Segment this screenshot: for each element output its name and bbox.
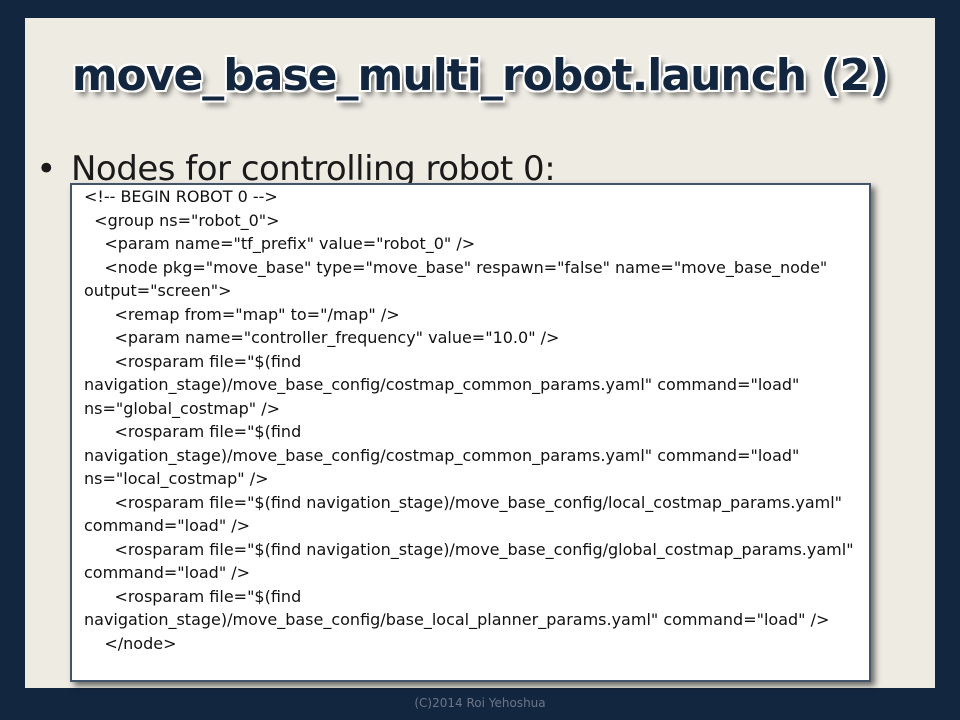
code-line: <node pkg="move_base" type="move_base" r… xyxy=(84,257,828,277)
code-line: command="load" /> xyxy=(84,563,251,582)
slide: move_base_multi_robot.launch (2) • Nodes … xyxy=(25,18,935,688)
bullet-item: • Nodes for controlling robot 0: xyxy=(35,149,555,189)
code-line: navigation_stage)/move_base_config/costm… xyxy=(84,375,800,394)
bullet-dot-icon: • xyxy=(36,149,56,189)
code-line: <!-- BEGIN ROBOT 0 --> xyxy=(84,187,278,206)
code-line: <group ns="robot_0"> xyxy=(84,210,280,230)
code-line: ns="global_costmap" /> xyxy=(84,398,281,418)
code-line: output="screen"> xyxy=(84,281,232,300)
code-line: <rosparam file="$(find navigation_stage)… xyxy=(84,492,843,512)
code-box: <!-- BEGIN ROBOT 0 --> <group ns="robot_… xyxy=(70,183,871,682)
code-line: navigation_stage)/move_base_config/base_… xyxy=(84,610,830,629)
code-line: <param name="tf_prefix" value="robot_0" … xyxy=(84,234,476,253)
code-line: <remap from="map" to="/map" /> xyxy=(84,304,400,324)
code-line: <rosparam file="$(find xyxy=(84,586,302,606)
code-line: <rosparam file="$(find navigation_stage)… xyxy=(84,539,854,559)
bullet-text: Nodes for controlling robot 0: xyxy=(71,149,556,189)
code-line: command="load" /> xyxy=(84,516,251,535)
code-line: </node> xyxy=(84,633,177,653)
footer-copyright: (C)2014 Roi Yehoshua xyxy=(414,696,546,710)
code-line: <param name="controller_frequency" value… xyxy=(84,328,560,347)
slide-title: move_base_multi_robot.launch (2) xyxy=(71,50,890,101)
code-line: <rosparam file="$(find xyxy=(84,351,302,371)
code-line: <rosparam file="$(find xyxy=(84,422,302,441)
code-line: ns="local_costmap" /> xyxy=(84,469,269,488)
code-line: navigation_stage)/move_base_config/costm… xyxy=(84,445,800,465)
